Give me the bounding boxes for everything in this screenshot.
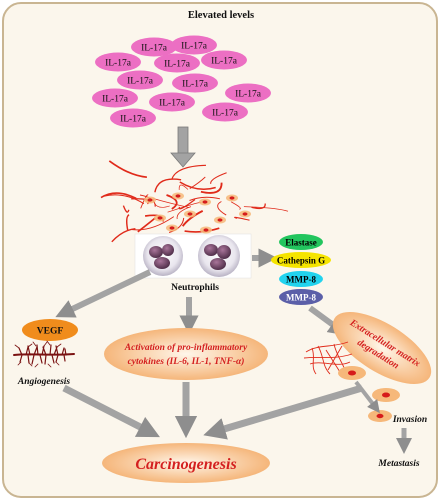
activation-line-2: cytokines (IL-6, IL-1, TNF-α) [128, 356, 245, 367]
svg-text:IL-17a: IL-17a [212, 109, 239, 119]
svg-text:Cathepsin G: Cathepsin G [277, 256, 325, 266]
svg-text:IL-17a: IL-17a [235, 90, 262, 100]
svg-text:IL-17a: IL-17a [105, 59, 132, 69]
il17a-bubble: IL-17a [117, 70, 163, 90]
activation-line-1: Activation of pro-inflammatory [124, 343, 248, 353]
svg-text:Elastase: Elastase [285, 238, 317, 248]
il17a-bubble: IL-17a [110, 108, 156, 128]
ecm-cells-image [338, 366, 366, 380]
vegf-node: VEGF [22, 319, 78, 341]
svg-text:IL-17a: IL-17a [211, 57, 238, 67]
arrow-angiogenesis-to-carcinogenesis [62, 384, 160, 438]
svg-text:VEGF: VEGF [37, 327, 64, 337]
arrow-il17-to-tissue [170, 126, 196, 168]
neutrophils-label: Neutrophils [171, 283, 219, 293]
enzyme-cathepsin-g: Cathepsin G [271, 252, 331, 268]
il17a-bubble: IL-17a [92, 88, 138, 108]
svg-text:IL-17a: IL-17a [102, 95, 129, 105]
enzyme-mmp8-purple: MMP-8 [279, 289, 323, 305]
svg-text:IL-17a: IL-17a [141, 44, 168, 54]
svg-text:IL-17a: IL-17a [127, 77, 154, 87]
blood-vessel-image [13, 340, 75, 368]
svg-text:Carcinogenesis: Carcinogenesis [135, 456, 236, 473]
enzyme-mmp8-cyan: MMP-8 [279, 271, 323, 287]
il17a-bubble: IL-17a [172, 73, 218, 93]
metastasis-label: Metastasis [377, 459, 419, 469]
svg-text:MMP-8: MMP-8 [286, 275, 316, 285]
il17a-bubble: IL-17a [171, 35, 217, 55]
arrow-ecm-to-carcinogenesis [203, 384, 363, 440]
tissue-fibers-image [100, 160, 289, 243]
svg-text:IL-17a: IL-17a [182, 80, 209, 90]
invasion-label: Invasion [392, 415, 427, 425]
title-text: Elevated levels [188, 10, 254, 21]
enzyme-elastase: Elastase [279, 234, 323, 250]
neutrophils-image [134, 233, 252, 279]
il17a-bubble: IL-17a [154, 53, 200, 73]
arrow-neutrophils-to-vegf [55, 269, 152, 318]
svg-text:MMP-8: MMP-8 [286, 293, 316, 303]
angiogenesis-label: Angiogenesis [17, 377, 71, 387]
carcinogenesis-node: Carcinogenesis [102, 443, 270, 483]
il17a-bubble: IL-17a [131, 37, 177, 57]
svg-text:IL-17a: IL-17a [164, 60, 191, 70]
ecm-fibers-image [303, 341, 353, 375]
activation-cytokines-node: Activation of pro-inflammatory cytokines… [104, 328, 268, 380]
il17a-bubble: IL-17a [95, 52, 141, 72]
il17a-bubble: IL-17a [225, 83, 271, 103]
svg-text:IL-17a: IL-17a [181, 42, 208, 52]
il17a-bubble: IL-17a [149, 92, 195, 112]
il17a-bubble: IL-17a [201, 50, 247, 70]
svg-text:IL-17a: IL-17a [120, 115, 147, 125]
svg-text:IL-17a: IL-17a [159, 99, 186, 109]
il17a-bubble: IL-17a [202, 102, 248, 122]
